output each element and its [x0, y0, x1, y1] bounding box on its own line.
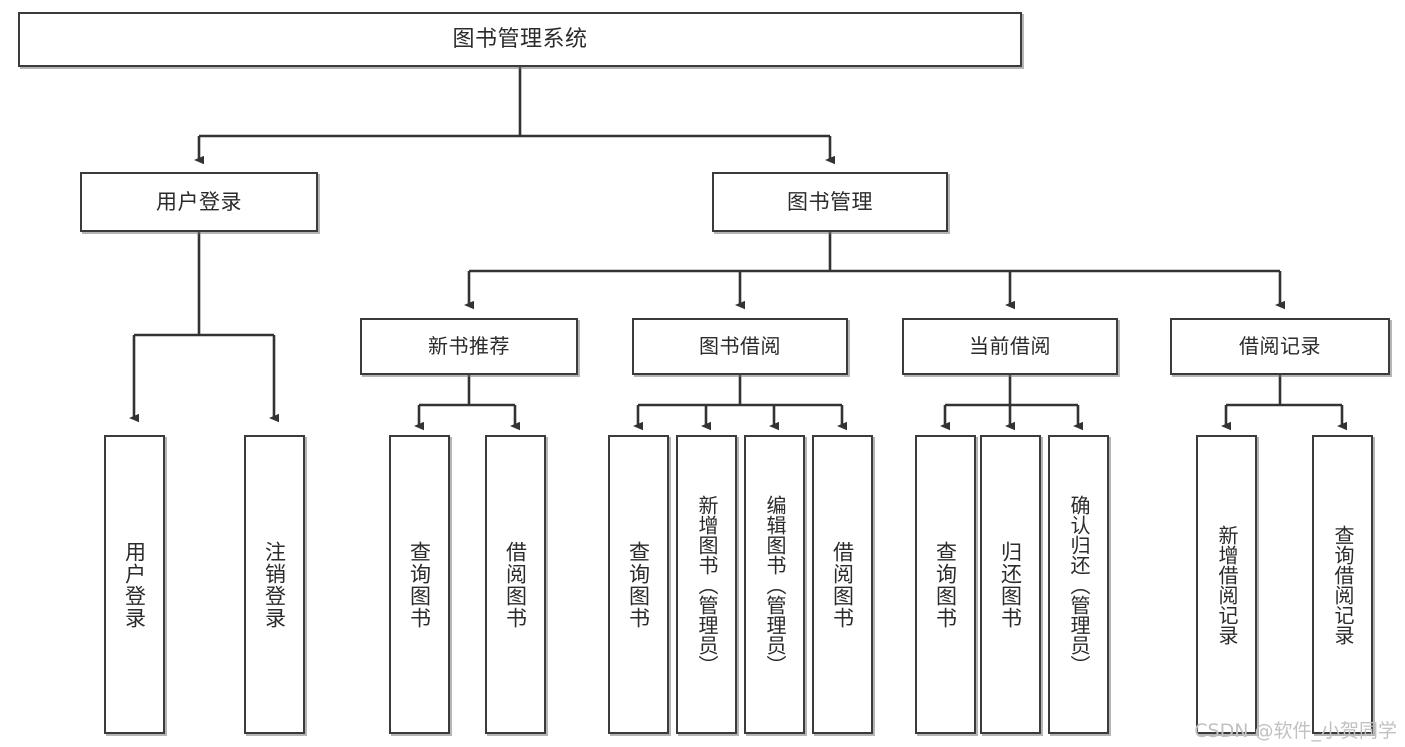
csdn-watermark: CSDN @软件_小贺同学 — [1194, 720, 1397, 742]
node-label: 查询图书 — [407, 540, 432, 629]
node-label: 新增图书（管理员） — [695, 494, 719, 675]
node-label: 当前借阅 — [969, 334, 1051, 358]
node-borrow-record[interactable]: 借阅记录 — [1170, 318, 1390, 375]
node-label: 图书管理系统 — [452, 26, 588, 52]
node-book-manage[interactable]: 图书管理 — [712, 172, 948, 232]
node-label: 借阅图书 — [830, 540, 855, 629]
node-label: 编辑图书（管理员） — [763, 494, 787, 675]
node-label: 新增借阅记录 — [1215, 524, 1239, 645]
node-label: 用户登录 — [122, 540, 147, 629]
node-label: 归还图书 — [998, 540, 1023, 629]
leaf-return-book[interactable]: 归还图书 — [980, 435, 1041, 734]
leaf-add-borrow-record[interactable]: 新增借阅记录 — [1196, 435, 1257, 734]
leaf-borrow-book-recommend[interactable]: 借阅图书 — [485, 435, 546, 734]
node-label: 查询图书 — [626, 540, 651, 629]
node-label: 查询图书 — [933, 540, 958, 629]
node-new-book-recommend[interactable]: 新书推荐 — [360, 318, 578, 375]
node-label: 图书借阅 — [699, 334, 781, 358]
leaf-add-book-admin[interactable]: 新增图书（管理员） — [676, 435, 737, 734]
leaf-confirm-return-admin[interactable]: 确认归还（管理员） — [1048, 435, 1109, 734]
leaf-borrow-book[interactable]: 借阅图书 — [812, 435, 873, 734]
node-label: 借阅记录 — [1239, 334, 1321, 358]
node-root-system[interactable]: 图书管理系统 — [18, 12, 1022, 67]
node-label: 查询借阅记录 — [1331, 524, 1355, 645]
node-label: 确认归还（管理员） — [1067, 494, 1091, 675]
node-user-login[interactable]: 用户登录 — [80, 172, 318, 232]
leaf-logout-login[interactable]: 注销登录 — [244, 435, 305, 734]
node-current-borrow[interactable]: 当前借阅 — [902, 318, 1118, 375]
node-label: 图书管理 — [787, 189, 873, 214]
node-label: 用户登录 — [156, 189, 242, 214]
node-label: 注销登录 — [262, 540, 287, 629]
node-book-borrow[interactable]: 图书借阅 — [632, 318, 848, 375]
node-label: 新书推荐 — [428, 334, 510, 358]
node-label: 借阅图书 — [503, 540, 528, 629]
leaf-edit-book-admin[interactable]: 编辑图书（管理员） — [744, 435, 805, 734]
leaf-query-book-borrow[interactable]: 查询图书 — [608, 435, 669, 734]
leaf-query-borrow-record[interactable]: 查询借阅记录 — [1312, 435, 1373, 734]
leaf-query-book-recommend[interactable]: 查询图书 — [389, 435, 450, 734]
leaf-user-login[interactable]: 用户登录 — [104, 435, 165, 734]
leaf-query-book-current[interactable]: 查询图书 — [915, 435, 976, 734]
